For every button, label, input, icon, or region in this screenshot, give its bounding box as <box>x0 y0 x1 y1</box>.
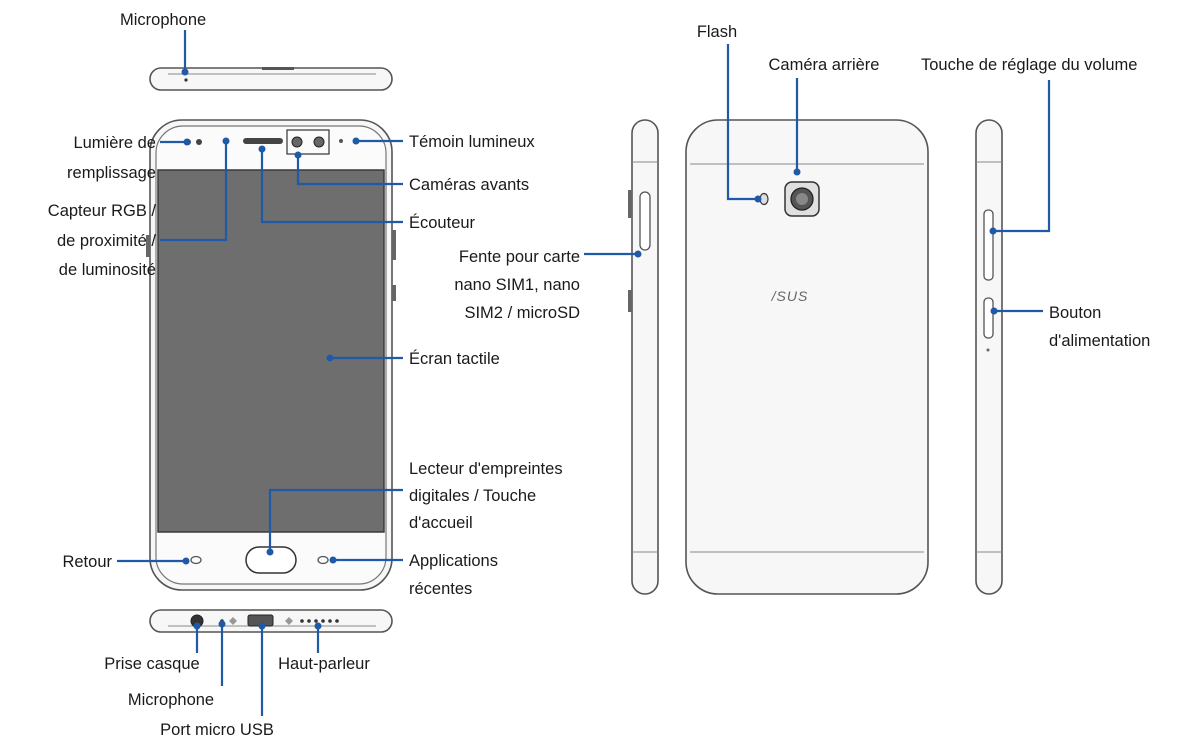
label-micro-usb: Port micro USB <box>160 721 274 739</box>
label-fill-light-2: remplissage <box>67 164 156 182</box>
label-touch-screen: Écran tactile <box>409 349 500 368</box>
label-front-cameras: Caméras avants <box>409 176 529 194</box>
sim-tray <box>639 191 651 251</box>
label-fingerprint-2: digitales / Touche <box>409 487 536 505</box>
label-top-microphone: Microphone <box>120 11 206 29</box>
label-fingerprint-3: d'accueil <box>409 514 473 532</box>
bottom-edge-view <box>149 609 393 633</box>
label-sim-slot-2: nano SIM1, nano <box>454 276 580 294</box>
label-power-button: Bouton <box>1049 304 1101 322</box>
left-side-view <box>628 119 659 595</box>
label-led-indicator: Témoin lumineux <box>409 133 535 151</box>
label-sim-slot: Fente pour carte <box>459 248 580 266</box>
label-sim-slot-3: SIM2 / microSD <box>464 304 580 322</box>
label-rgb-sensor: Capteur RGB / <box>48 202 157 220</box>
label-recent-apps: Applications <box>409 552 498 570</box>
label-back-key: Retour <box>62 553 112 571</box>
power-key <box>983 297 994 339</box>
label-rgb-sensor-2: de proximité / <box>57 232 156 250</box>
label-recent-apps-2: récentes <box>409 580 472 598</box>
label-fingerprint: Lecteur d'empreintes <box>409 460 563 478</box>
back-phone-view: /SUS <box>685 119 929 595</box>
asus-logo: /SUS <box>771 288 809 304</box>
label-speaker: Haut-parleur <box>278 655 370 673</box>
label-rear-camera: Caméra arrière <box>769 56 880 74</box>
label-volume-key: Touche de réglage du volume <box>921 56 1137 74</box>
callout-lines <box>117 30 1051 716</box>
front-phone-view <box>146 119 396 591</box>
label-earpiece: Écouteur <box>409 213 476 232</box>
touch-screen-panel <box>157 169 385 533</box>
label-bottom-microphone: Microphone <box>128 691 214 709</box>
right-side-view <box>975 119 1003 595</box>
label-flash: Flash <box>697 23 737 41</box>
label-power-button-2: d'alimentation <box>1049 332 1150 350</box>
label-rgb-sensor-3: de luminosité <box>59 261 156 279</box>
top-edge-view <box>149 67 393 91</box>
label-fill-light: Lumière de <box>73 134 156 152</box>
labels: Microphone Lumière de remplissage Capteu… <box>48 11 1151 739</box>
label-headset-jack: Prise casque <box>104 655 199 673</box>
volume-rocker <box>983 209 994 281</box>
